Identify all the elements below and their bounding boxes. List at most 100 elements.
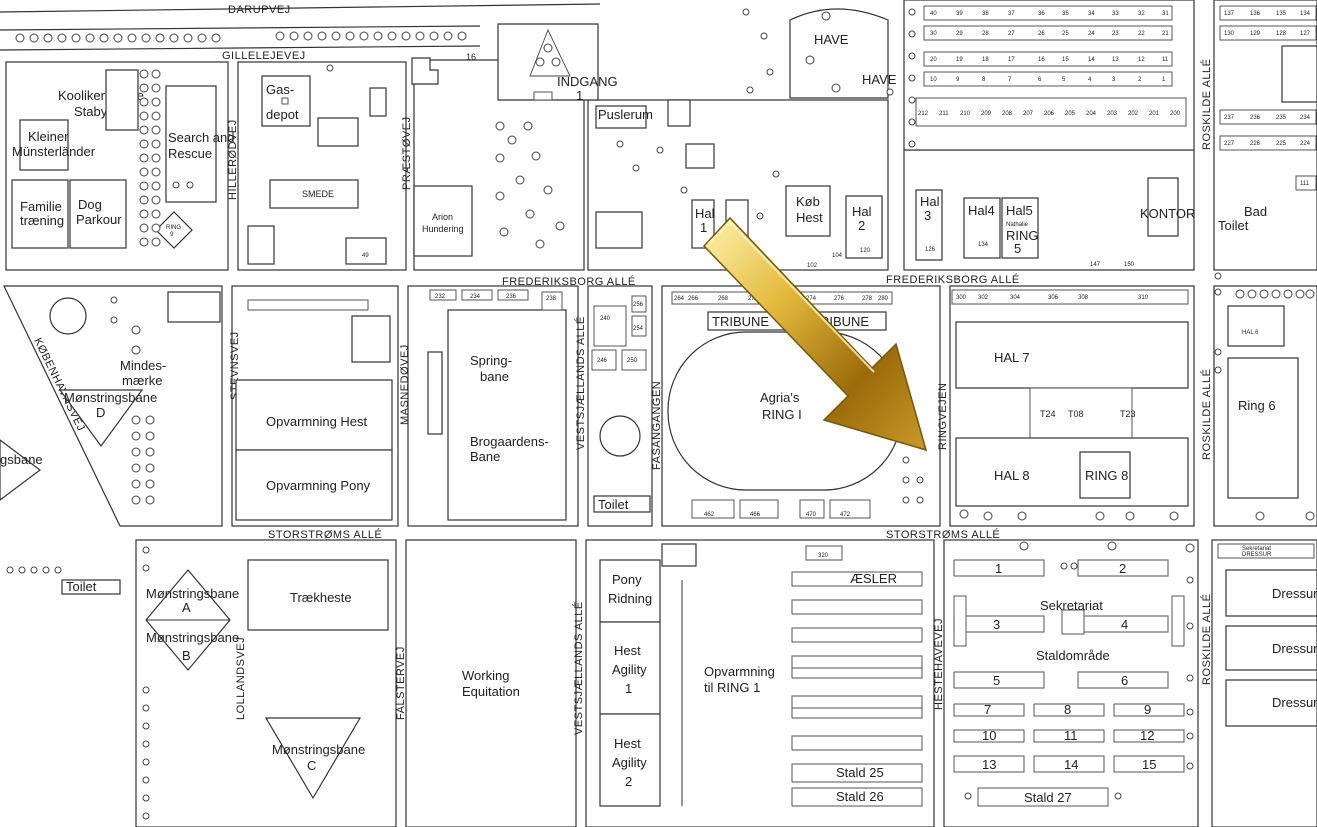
stald-26-label: Stald 26 xyxy=(836,789,884,804)
dog-parkour-label: Dog xyxy=(78,197,102,212)
svg-text:18: 18 xyxy=(982,57,989,63)
svg-text:37: 37 xyxy=(1008,11,1015,17)
svg-text:2: 2 xyxy=(1138,77,1142,83)
hal-2-building xyxy=(845,195,883,259)
svg-text:127: 127 xyxy=(1300,31,1311,37)
toilet-sw xyxy=(61,579,121,595)
springbane-label: Spring- xyxy=(470,353,512,368)
stable-1: 1 xyxy=(995,561,1002,576)
street-fasangangen: FASANGANGEN xyxy=(651,381,663,470)
trees-east-middle xyxy=(1214,272,1315,374)
tribune-springbane xyxy=(427,351,443,435)
svg-text:240: 240 xyxy=(600,316,611,322)
svg-text:205: 205 xyxy=(1065,111,1076,117)
svg-text:20: 20 xyxy=(930,57,937,63)
gsbane-area xyxy=(0,439,41,501)
toilet-mid-label: Toilet xyxy=(598,497,629,512)
monstringsbane-b-label: Mønstringsbane xyxy=(146,630,239,645)
stable-6: 6 xyxy=(1121,673,1128,688)
svg-text:210: 210 xyxy=(960,111,971,117)
monstringsbane-c-letter: C xyxy=(307,758,316,773)
svg-text:31: 31 xyxy=(1162,11,1169,17)
traekheste-label: Trækheste xyxy=(290,590,352,605)
svg-text:9: 9 xyxy=(956,77,960,83)
street-falstervej: FALSTERVEJ xyxy=(395,646,407,720)
monstringsbane-a-letter: A xyxy=(182,600,191,615)
svg-text:12: 12 xyxy=(1138,57,1145,63)
svg-text:28: 28 xyxy=(982,31,989,37)
stable-4: 4 xyxy=(1121,617,1128,632)
ring-1-label: Agria's xyxy=(760,390,800,405)
svg-text:238: 238 xyxy=(546,296,557,302)
stable-7: 7 xyxy=(984,702,991,717)
gas-depot-label-2: depot xyxy=(266,107,299,122)
svg-text:26: 26 xyxy=(1038,31,1045,37)
svg-text:256: 256 xyxy=(633,302,644,308)
familie-label-2: træning xyxy=(20,213,64,228)
svg-text:237: 237 xyxy=(1224,115,1235,121)
trees-south-west xyxy=(6,546,150,820)
building-49 xyxy=(345,237,387,265)
street-roskilde-3: ROSKILDE ALLÉ xyxy=(1200,594,1213,686)
dressur-1 xyxy=(1225,569,1317,617)
dressur-2 xyxy=(1225,625,1317,671)
svg-text:472: 472 xyxy=(840,512,851,518)
hal-1-building xyxy=(691,199,715,249)
kob-hest-label: Køb xyxy=(796,194,820,209)
sekretariat-dressur-label: Sekretariat xyxy=(1242,546,1271,552)
street-frederiksborg-1: FREDERIKSBORG ALLÉ xyxy=(502,275,636,288)
monstringsbane-c xyxy=(264,717,362,800)
svg-text:300: 300 xyxy=(956,295,967,301)
sekretariat-dressur-label-2: DRESSUR xyxy=(1242,552,1272,558)
svg-text:270: 270 xyxy=(748,296,759,302)
svg-text:17: 17 xyxy=(1008,57,1015,63)
svg-text:27: 27 xyxy=(1008,31,1015,37)
svg-text:200: 200 xyxy=(1170,111,1181,117)
hal-5-building xyxy=(1001,197,1039,259)
kleiner-label: Kleiner xyxy=(28,129,69,144)
t23-label: T23 xyxy=(1120,409,1136,419)
trees-south-east xyxy=(959,509,1315,800)
hal-3-building xyxy=(915,189,943,261)
svg-text:38: 38 xyxy=(982,11,989,17)
hal-2-number: 2 xyxy=(858,218,865,233)
kontor-building xyxy=(1147,177,1179,237)
svg-text:137: 137 xyxy=(1224,11,1235,17)
svg-text:34: 34 xyxy=(1088,11,1095,17)
have-garden xyxy=(789,8,889,99)
hest-agility-2-label-2: Agility xyxy=(612,755,647,770)
building-north-a xyxy=(667,99,691,127)
stable-9: 9 xyxy=(1144,702,1151,717)
svg-text:13: 13 xyxy=(1112,57,1119,63)
svg-text:11: 11 xyxy=(1162,57,1169,63)
building-49-label: 49 xyxy=(362,253,369,259)
svg-text:204: 204 xyxy=(1086,111,1097,117)
monstringsbane-d-letter: D xyxy=(96,405,105,420)
stald-27-label: Stald 27 xyxy=(1024,790,1072,805)
kleiner-area xyxy=(19,119,69,171)
traeningsplads-area xyxy=(167,291,221,323)
svg-text:308: 308 xyxy=(1078,295,1089,301)
svg-text:310: 310 xyxy=(1138,295,1149,301)
svg-text:470: 470 xyxy=(806,512,817,518)
svg-text:15: 15 xyxy=(1062,57,1069,63)
monstringsbane-b-letter: B xyxy=(182,648,191,663)
hal-5-ring: RING xyxy=(1006,228,1039,243)
svg-text:227: 227 xyxy=(1224,141,1235,147)
hedge-gillelejevej xyxy=(15,31,467,43)
svg-text:232: 232 xyxy=(435,294,446,300)
stand-147: 147 xyxy=(1090,262,1101,268)
svg-text:202: 202 xyxy=(1128,111,1139,117)
svg-text:130: 130 xyxy=(1224,31,1235,37)
tribune-label: TRIBUNE xyxy=(712,314,769,329)
gillelejevej-road-bottom xyxy=(0,45,481,51)
street-darupvej: DARUPVEJ xyxy=(228,4,291,16)
svg-text:209: 209 xyxy=(981,111,992,117)
svg-text:225: 225 xyxy=(1276,141,1287,147)
toilet-mid xyxy=(593,495,651,513)
block-halls-north-east xyxy=(903,149,1195,271)
svg-text:35: 35 xyxy=(1062,11,1069,17)
